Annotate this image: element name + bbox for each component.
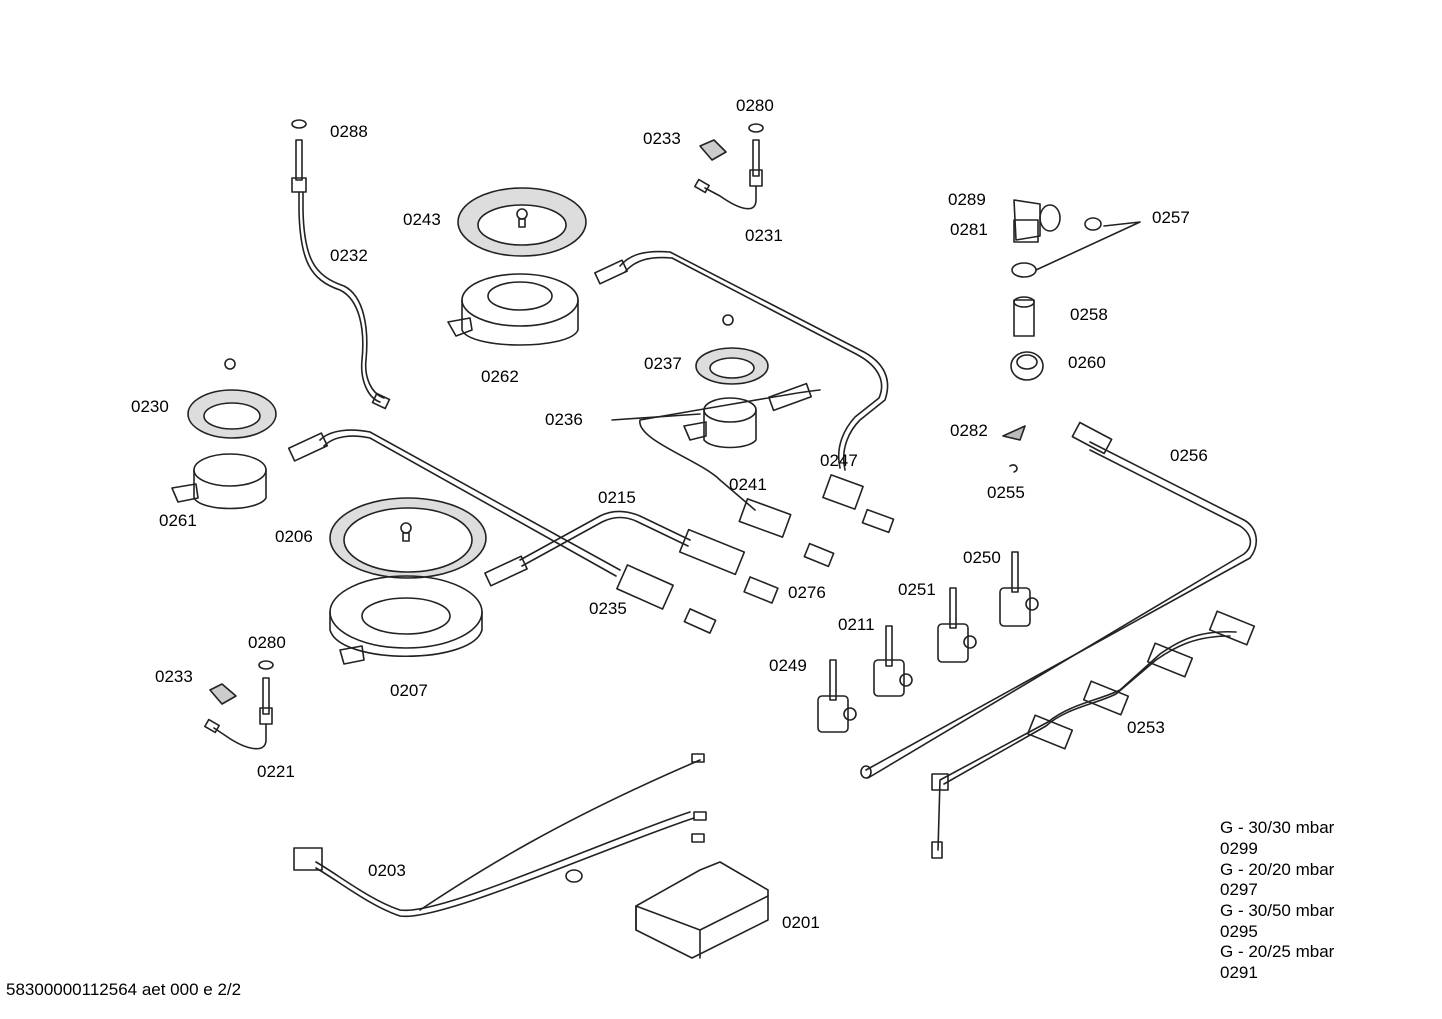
label-0281: 0281 [950, 220, 988, 239]
label-0247: 0247 [820, 451, 858, 470]
control-module-0201 [635, 861, 769, 959]
label-0250: 0250 [963, 548, 1001, 567]
valve-0249 [817, 659, 857, 733]
gas-pipe-top [594, 250, 889, 510]
washer-0257a [1084, 217, 1102, 231]
gasket-0237 [695, 314, 769, 385]
label-0232: 0232 [330, 246, 368, 265]
nut-0260 [1010, 351, 1044, 381]
legend-line: G - 30/30 mbar [1220, 818, 1335, 837]
label-0280-bottom: 0280 [248, 633, 286, 652]
thermocouple-0231 [694, 123, 764, 210]
label-0261: 0261 [159, 511, 197, 530]
clip-0255 [1009, 464, 1018, 473]
jet-0247 [861, 508, 895, 534]
label-0260: 0260 [1068, 353, 1106, 372]
burner-0207 [329, 575, 483, 665]
label-0207: 0207 [390, 681, 428, 700]
thermocouple-0232 [291, 119, 391, 410]
burner-0261 [171, 453, 267, 510]
label-0241: 0241 [729, 475, 767, 494]
legend-line: 0297 [1220, 880, 1258, 899]
label-0231: 0231 [745, 226, 783, 245]
label-0249: 0249 [769, 656, 807, 675]
nipple-0258 [1013, 296, 1035, 337]
thermocouple-0221 [204, 660, 274, 750]
label-0206: 0206 [275, 527, 313, 546]
label-0243: 0243 [403, 210, 441, 229]
label-0215: 0215 [598, 488, 636, 507]
label-0251: 0251 [898, 580, 936, 599]
legend-line: 0299 [1220, 839, 1258, 858]
legend-line: G - 20/25 mbar [1220, 942, 1335, 961]
gas-pipe-left [287, 429, 717, 634]
label-0253: 0253 [1127, 718, 1165, 737]
legend-line: G - 30/50 mbar [1220, 901, 1335, 920]
label-0203: 0203 [368, 861, 406, 880]
elbow-fitting-0289 [1013, 199, 1061, 243]
gasket-0206 [329, 497, 487, 579]
valve-0251 [937, 587, 977, 663]
gas-pipe-0215 [484, 510, 835, 604]
washer-0257b [1011, 262, 1037, 278]
ignition-harness-0253 [931, 610, 1256, 859]
label-0258: 0258 [1070, 305, 1108, 324]
label-0211: 0211 [838, 615, 875, 634]
burner-base-0262 [447, 273, 579, 346]
label-0276: 0276 [788, 583, 826, 602]
label-0236: 0236 [545, 410, 583, 429]
label-0282: 0282 [950, 421, 988, 440]
wiring-harness-0203 [293, 753, 707, 918]
label-0201: 0201 [782, 913, 820, 932]
document-id-footer: 58300000112564 aet 000 e 2/2 [6, 980, 242, 999]
label-0280-top: 0280 [736, 96, 774, 115]
label-0230: 0230 [131, 397, 169, 416]
nut-0241 [738, 498, 792, 538]
label-0235: 0235 [589, 599, 627, 618]
label-0288: 0288 [330, 122, 368, 141]
burner-0236 [683, 397, 757, 449]
label-0257: 0257 [1152, 208, 1190, 227]
pipe-0241 [639, 389, 821, 511]
leader-0257 [1035, 221, 1141, 271]
gasket-0243 [457, 187, 587, 257]
legend-line: 0291 [1220, 963, 1258, 982]
valve-0211 [873, 625, 913, 697]
label-0262: 0262 [481, 367, 519, 386]
main-pipe-0256 [860, 421, 1257, 779]
label-0221: 0221 [257, 762, 295, 781]
label-0255: 0255 [987, 483, 1025, 502]
legend-line: G - 20/20 mbar [1220, 860, 1335, 879]
label-0233-bottom: 0233 [155, 667, 193, 686]
gasket-0230 [187, 358, 277, 439]
label-0256: 0256 [1170, 446, 1208, 465]
fitting-0241 [768, 382, 812, 412]
label-0289: 0289 [948, 190, 986, 209]
label-0237: 0237 [644, 354, 682, 373]
legend-line: 0295 [1220, 922, 1258, 941]
label-0233-top: 0233 [643, 129, 681, 148]
valve-0250 [999, 551, 1039, 627]
part-0282 [1002, 425, 1026, 441]
